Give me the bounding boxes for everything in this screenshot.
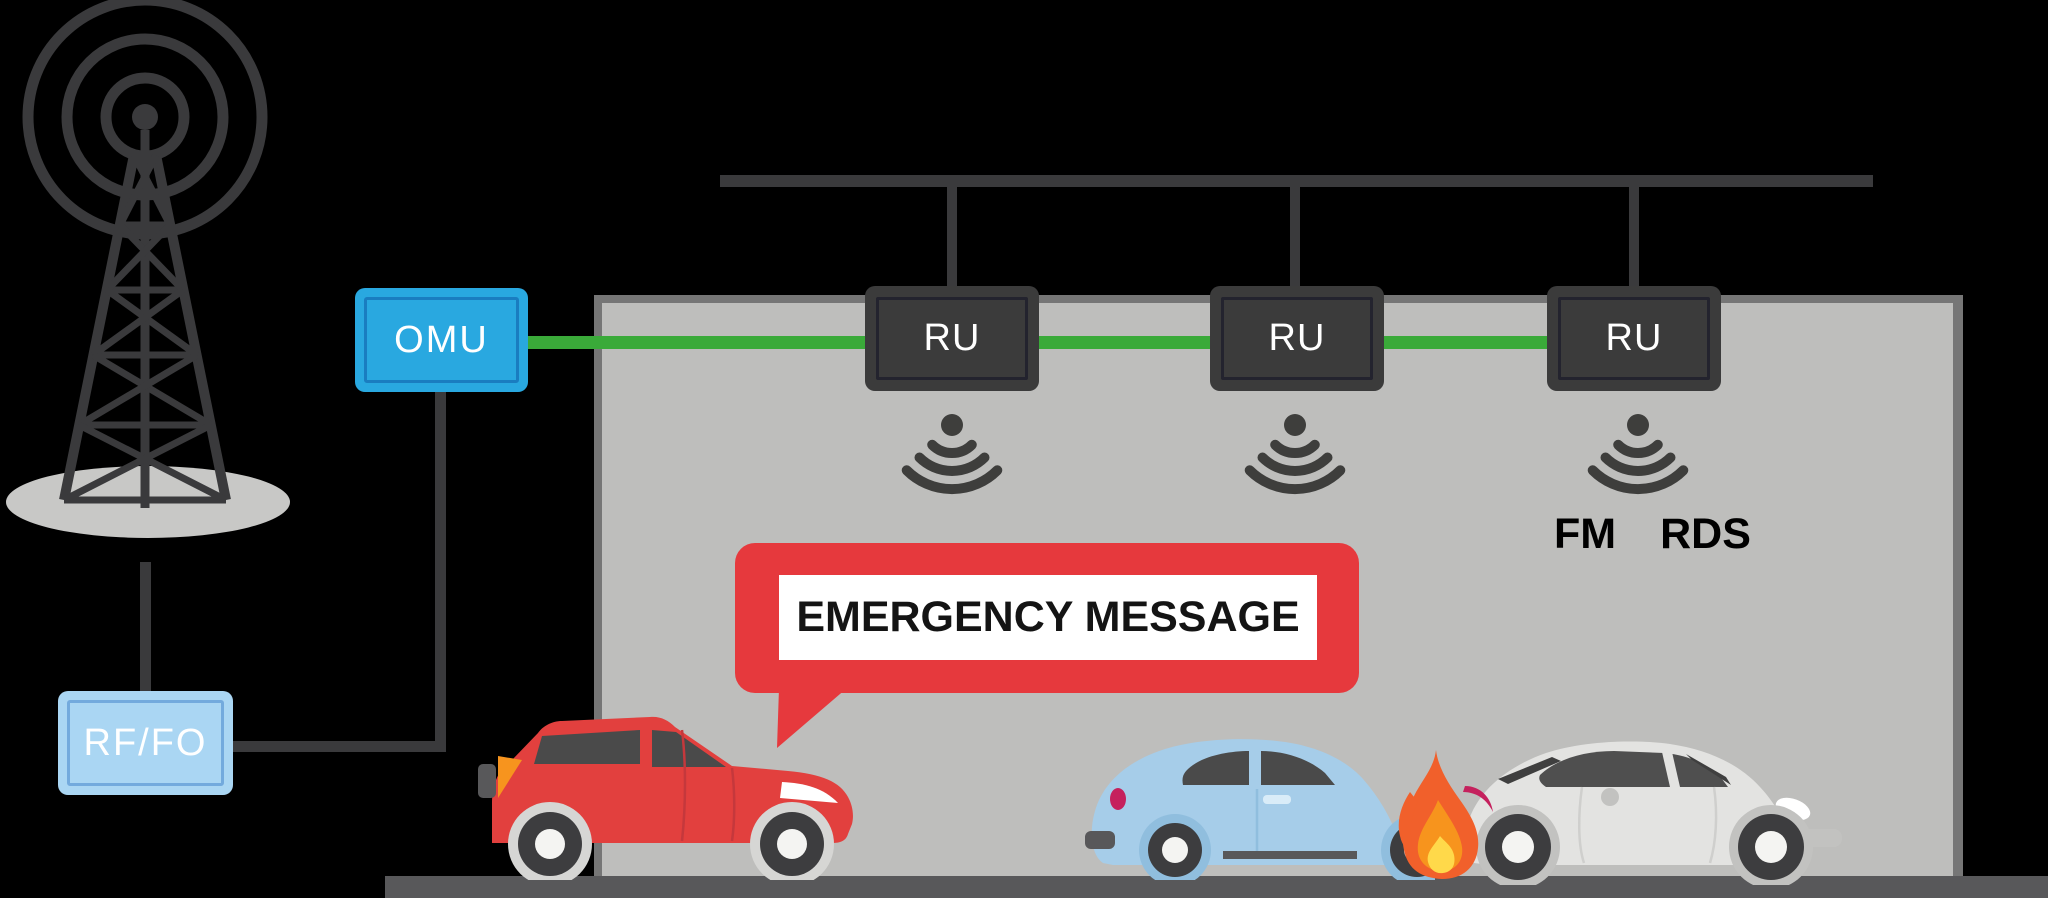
- radio-tower-icon: [6, 0, 290, 538]
- rear-bumper: [1085, 831, 1115, 849]
- omu-node: OMU: [355, 288, 528, 392]
- rear-bumper: [478, 764, 496, 798]
- rffo-node: RF/FO: [58, 691, 233, 795]
- ru3-label: RU: [1605, 317, 1663, 359]
- fm-label: FM: [1554, 510, 1617, 558]
- silver-car-taillight: [1463, 786, 1493, 812]
- overhead-support-bar: [720, 175, 1873, 187]
- headlight: [780, 782, 838, 803]
- taillight: [1110, 788, 1126, 810]
- red-car: [478, 716, 853, 880]
- remote-unit-2: RU: [1210, 286, 1384, 391]
- silver-car: [1465, 741, 1842, 885]
- wheels: [1476, 805, 1813, 885]
- ru2-label: RU: [1268, 317, 1326, 359]
- fire-icon: [1398, 750, 1479, 879]
- broadcast-signal-icon: [1587, 414, 1689, 495]
- ru3-drop-line: [1629, 187, 1639, 296]
- emergency-message-panel: EMERGENCY MESSAGE: [779, 575, 1317, 660]
- omu-to-rffo-cable-vertical: [435, 392, 446, 752]
- door-handle: [1601, 788, 1619, 806]
- rds-label: RDS: [1660, 510, 1751, 558]
- wheels: [508, 802, 834, 880]
- ru1-label: RU: [923, 317, 981, 359]
- ru1-drop-line: [947, 187, 957, 296]
- broadcast-labels: FM RDS: [1554, 510, 1751, 559]
- fiber-cable-green: [528, 336, 1640, 349]
- ru2-drop-line: [1290, 187, 1300, 296]
- remote-unit-1: RU: [865, 286, 1039, 391]
- broadcast-signal-icon: [1244, 414, 1346, 495]
- broadcast-signal-icon: [901, 414, 1003, 495]
- omu-to-rffo-cable-horizontal: [233, 741, 446, 752]
- omu-label: OMU: [394, 318, 489, 361]
- blue-car: [1085, 739, 1435, 880]
- tower-to-rffo-cable: [140, 562, 151, 692]
- remote-unit-3: RU: [1547, 286, 1721, 391]
- emergency-message-bubble: EMERGENCY MESSAGE: [735, 543, 1359, 693]
- bubble-tail: [777, 688, 847, 748]
- taillight-orange: [498, 756, 522, 798]
- rffo-label: RF/FO: [83, 721, 208, 764]
- door-handle: [1263, 795, 1291, 804]
- road: [385, 876, 2048, 898]
- emergency-message-text: EMERGENCY MESSAGE: [796, 593, 1300, 641]
